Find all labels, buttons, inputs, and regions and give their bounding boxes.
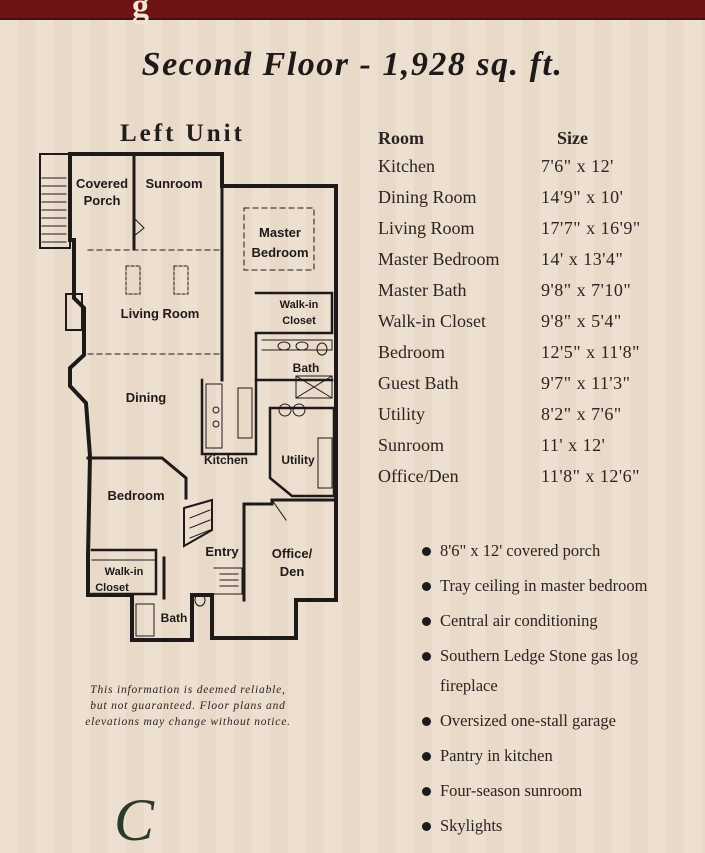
table-row: Utility 8'2" x 7'6"	[378, 404, 668, 435]
label-dining: Dining	[126, 390, 166, 405]
room-name: Living Room	[378, 218, 475, 238]
list-item: 8'6" x 12' covered porch	[422, 536, 692, 566]
header-room: Room	[378, 128, 424, 148]
room-size: 11' x 12'	[541, 435, 606, 455]
footer-script-logo: C	[114, 787, 155, 853]
unit-label: Left Unit	[120, 120, 245, 147]
room-size: 12'5" x 11'8"	[541, 342, 641, 362]
disclaimer-line: This information is deemed reliable,	[90, 684, 286, 696]
label-living-room: Living Room	[121, 306, 200, 321]
label-covered-porch-1: Covered	[76, 176, 128, 191]
label-walkin-closet-master-2: Closet	[282, 315, 316, 327]
room-name: Utility	[378, 404, 426, 424]
room-name: Walk-in Closet	[378, 311, 487, 331]
label-bath-master: Bath	[293, 361, 320, 375]
page-title: Second Floor - 1,928 sq. ft.	[141, 46, 564, 83]
list-item: Oversized one-stall garage	[422, 706, 692, 736]
list-item: Four-season sunroom	[422, 776, 692, 806]
feature-list: 8'6" x 12' covered porch Tray ceiling in…	[422, 536, 692, 846]
table-row: Master Bath 9'8" x 7'10"	[378, 280, 668, 311]
label-master-bedroom-1: Master	[259, 225, 301, 240]
label-office-den-1: Office/	[272, 546, 313, 561]
header-title-fragment: g	[132, 0, 149, 25]
header-size: Size	[557, 128, 588, 148]
room-size: 17'7" x 16'9"	[541, 218, 641, 238]
room-table-header: Room Size	[378, 128, 668, 156]
room-size: 7'6" x 12'	[541, 156, 614, 176]
room-name: Master Bath	[378, 280, 467, 300]
room-size: 8'2" x 7'6"	[541, 404, 622, 424]
label-covered-porch-2: Porch	[84, 193, 121, 208]
table-row: Guest Bath 9'7" x 11'3"	[378, 373, 668, 404]
room-name: Guest Bath	[378, 373, 459, 393]
room-size: 9'7" x 11'3"	[541, 373, 631, 393]
room-size: 14' x 13'4"	[541, 249, 624, 269]
list-item: Tray ceiling in master bedroom	[422, 571, 692, 601]
disclaimer: This information is deemed reliable, but…	[58, 682, 318, 730]
label-walkin-closet-bed-1: Walk-in	[105, 566, 144, 578]
table-row: Kitchen 7'6" x 12'	[378, 156, 668, 187]
room-size: 14'9" x 10'	[541, 187, 624, 207]
list-item: Central air conditioning	[422, 606, 692, 636]
label-entry: Entry	[205, 544, 239, 559]
table-row: Office/Den 11'8" x 12'6"	[378, 466, 668, 497]
room-size: 9'8" x 5'4"	[541, 311, 622, 331]
room-name: Dining Room	[378, 187, 477, 207]
disclaimer-line: but not guaranteed. Floor plans and	[90, 700, 286, 712]
header-bar: g	[0, 0, 705, 25]
table-row: Master Bedroom 14' x 13'4"	[378, 249, 668, 280]
list-item: Pantry in kitchen	[422, 741, 692, 771]
room-size: 11'8" x 12'6"	[541, 466, 641, 486]
table-row: Sunroom 11' x 12'	[378, 435, 668, 466]
label-walkin-closet-master-1: Walk-in	[280, 299, 319, 311]
floor-plan: Covered Porch Sunroom Master Bedroom Wal…	[39, 152, 338, 642]
room-name: Kitchen	[378, 156, 435, 176]
label-office-den-2: Den	[280, 564, 305, 579]
label-utility: Utility	[281, 453, 315, 467]
room-name: Bedroom	[378, 342, 445, 362]
list-item: Skylights	[422, 811, 692, 841]
label-kitchen: Kitchen	[204, 453, 248, 467]
list-item: Southern Ledge Stone gas log fireplace	[422, 641, 692, 701]
room-size: 9'8" x 7'10"	[541, 280, 632, 300]
disclaimer-line: elevations may change without notice.	[85, 716, 291, 728]
table-row: Walk-in Closet 9'8" x 5'4"	[378, 311, 668, 342]
label-sunroom: Sunroom	[145, 176, 202, 191]
label-bedroom: Bedroom	[107, 488, 164, 503]
room-name: Sunroom	[378, 435, 445, 455]
label-master-bedroom-2: Bedroom	[251, 245, 308, 260]
label-walkin-closet-bed-2: Closet	[95, 582, 129, 594]
room-name: Office/Den	[378, 466, 459, 486]
table-row: Living Room 17'7" x 16'9"	[378, 218, 668, 249]
table-row: Bedroom 12'5" x 11'8"	[378, 342, 668, 373]
room-name: Master Bedroom	[378, 249, 500, 269]
table-row: Dining Room 14'9" x 10'	[378, 187, 668, 218]
label-bath-guest: Bath	[161, 611, 188, 625]
room-size-table: Room Size Kitchen 7'6" x 12' Dining Room 1…	[378, 128, 668, 497]
